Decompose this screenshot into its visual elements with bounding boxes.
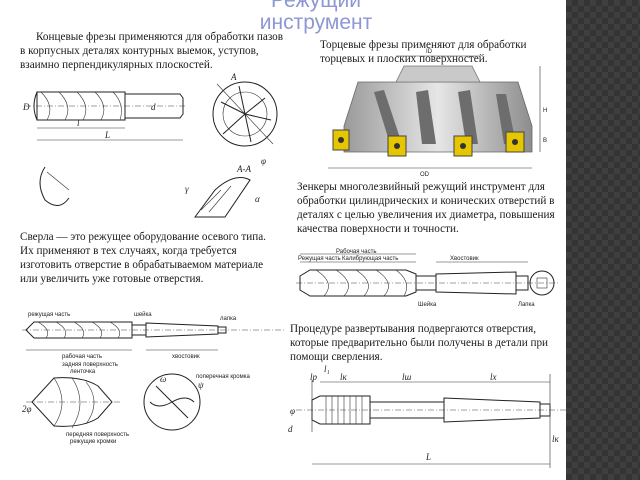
face-mill-flutes	[374, 90, 516, 144]
countersink-label: Калибрующая часть	[342, 256, 398, 262]
face-mill-label: ID	[426, 49, 433, 55]
end-mill-label: D	[22, 102, 30, 112]
countersinks-text: Зенкеры многолезвийный режущий инструмен…	[297, 181, 555, 235]
countersink-label: Рабочая часть	[336, 249, 377, 255]
face-mill-hub	[395, 65, 481, 83]
drill-label: 2φ	[22, 404, 32, 414]
drill-drawing: режущая часть шейка рабочая часть хвосто…	[22, 311, 284, 445]
end-mill-side-view: D d l L	[22, 91, 185, 141]
drill-label: лапка	[220, 316, 237, 322]
countersink-label: Хвостовик	[450, 256, 479, 262]
drill-label: ω	[160, 374, 166, 384]
reaming-text: Процедуре развертывания подвергаются отв…	[290, 323, 549, 363]
decorative-side-stripe	[566, 0, 640, 480]
drill-label: рабочая часть	[62, 354, 102, 360]
reamer-label: L	[425, 452, 431, 462]
drill-label: режущая часть	[28, 312, 70, 318]
end-mill-label: φ	[261, 156, 266, 166]
drill-label: передняя поверхность	[66, 432, 129, 438]
reamer-label: lх	[490, 372, 497, 382]
reamer-label: φ	[290, 406, 295, 416]
end-mill-label: A	[230, 72, 237, 82]
end-mill-label: A-A	[236, 164, 251, 174]
face-mill-label: H	[543, 108, 547, 114]
countersink-label: Режущая часть	[298, 256, 341, 262]
slide-title: Режущий инструмент	[259, 0, 373, 34]
drill-label: шейка	[134, 311, 152, 318]
reamer-label: l₁	[324, 364, 330, 374]
countersink-drawing: Режущая часть Рабочая часть Калибрующая …	[296, 249, 558, 308]
countersink-label: Лапка	[518, 302, 535, 308]
reamer-drawing: l₁ lр lк lш lх φ d L lк	[288, 364, 566, 468]
end-mill-detail-view: A-A γ α	[39, 164, 260, 218]
drill-side-view: режущая часть шейка рабочая часть хвосто…	[22, 311, 284, 360]
drill-label: ленточка	[70, 369, 96, 375]
end-mills-text: Концевые фрезы применяются для обработки…	[20, 31, 284, 71]
reamer-label: d	[288, 424, 293, 434]
drill-label: хвостовик	[172, 354, 200, 360]
end-mill-label: l	[77, 118, 80, 128]
reamer-label: lк	[340, 372, 348, 382]
drill-tip-views: задняя поверхность ленточка передняя пов…	[22, 362, 251, 445]
end-mill-drawing: D d l L A φ A-A γ α	[22, 72, 278, 218]
face-mill-label: OD	[420, 172, 430, 178]
reamer-label: lш	[402, 372, 412, 382]
reamer-label: lк	[552, 434, 560, 444]
end-mill-label: d	[151, 102, 156, 112]
end-mill-label: α	[255, 194, 260, 204]
reamer-label: lр	[310, 372, 318, 382]
drills-text: Сверла — это режущее оборудование осевог…	[20, 231, 266, 285]
face-mill-drawing: ID OD H B	[328, 49, 547, 178]
drill-label: ψ	[198, 380, 204, 390]
end-mill-label: L	[104, 130, 110, 140]
countersink-label: Шейка	[418, 301, 437, 308]
face-mill-label: B	[543, 138, 547, 144]
end-mill-label: γ	[185, 184, 189, 194]
end-mill-end-view: A φ	[212, 72, 278, 166]
drill-label: поперечная кромка	[196, 374, 251, 380]
drill-label: режущие кромки	[70, 439, 116, 445]
drill-label: задняя поверхность	[62, 362, 118, 368]
